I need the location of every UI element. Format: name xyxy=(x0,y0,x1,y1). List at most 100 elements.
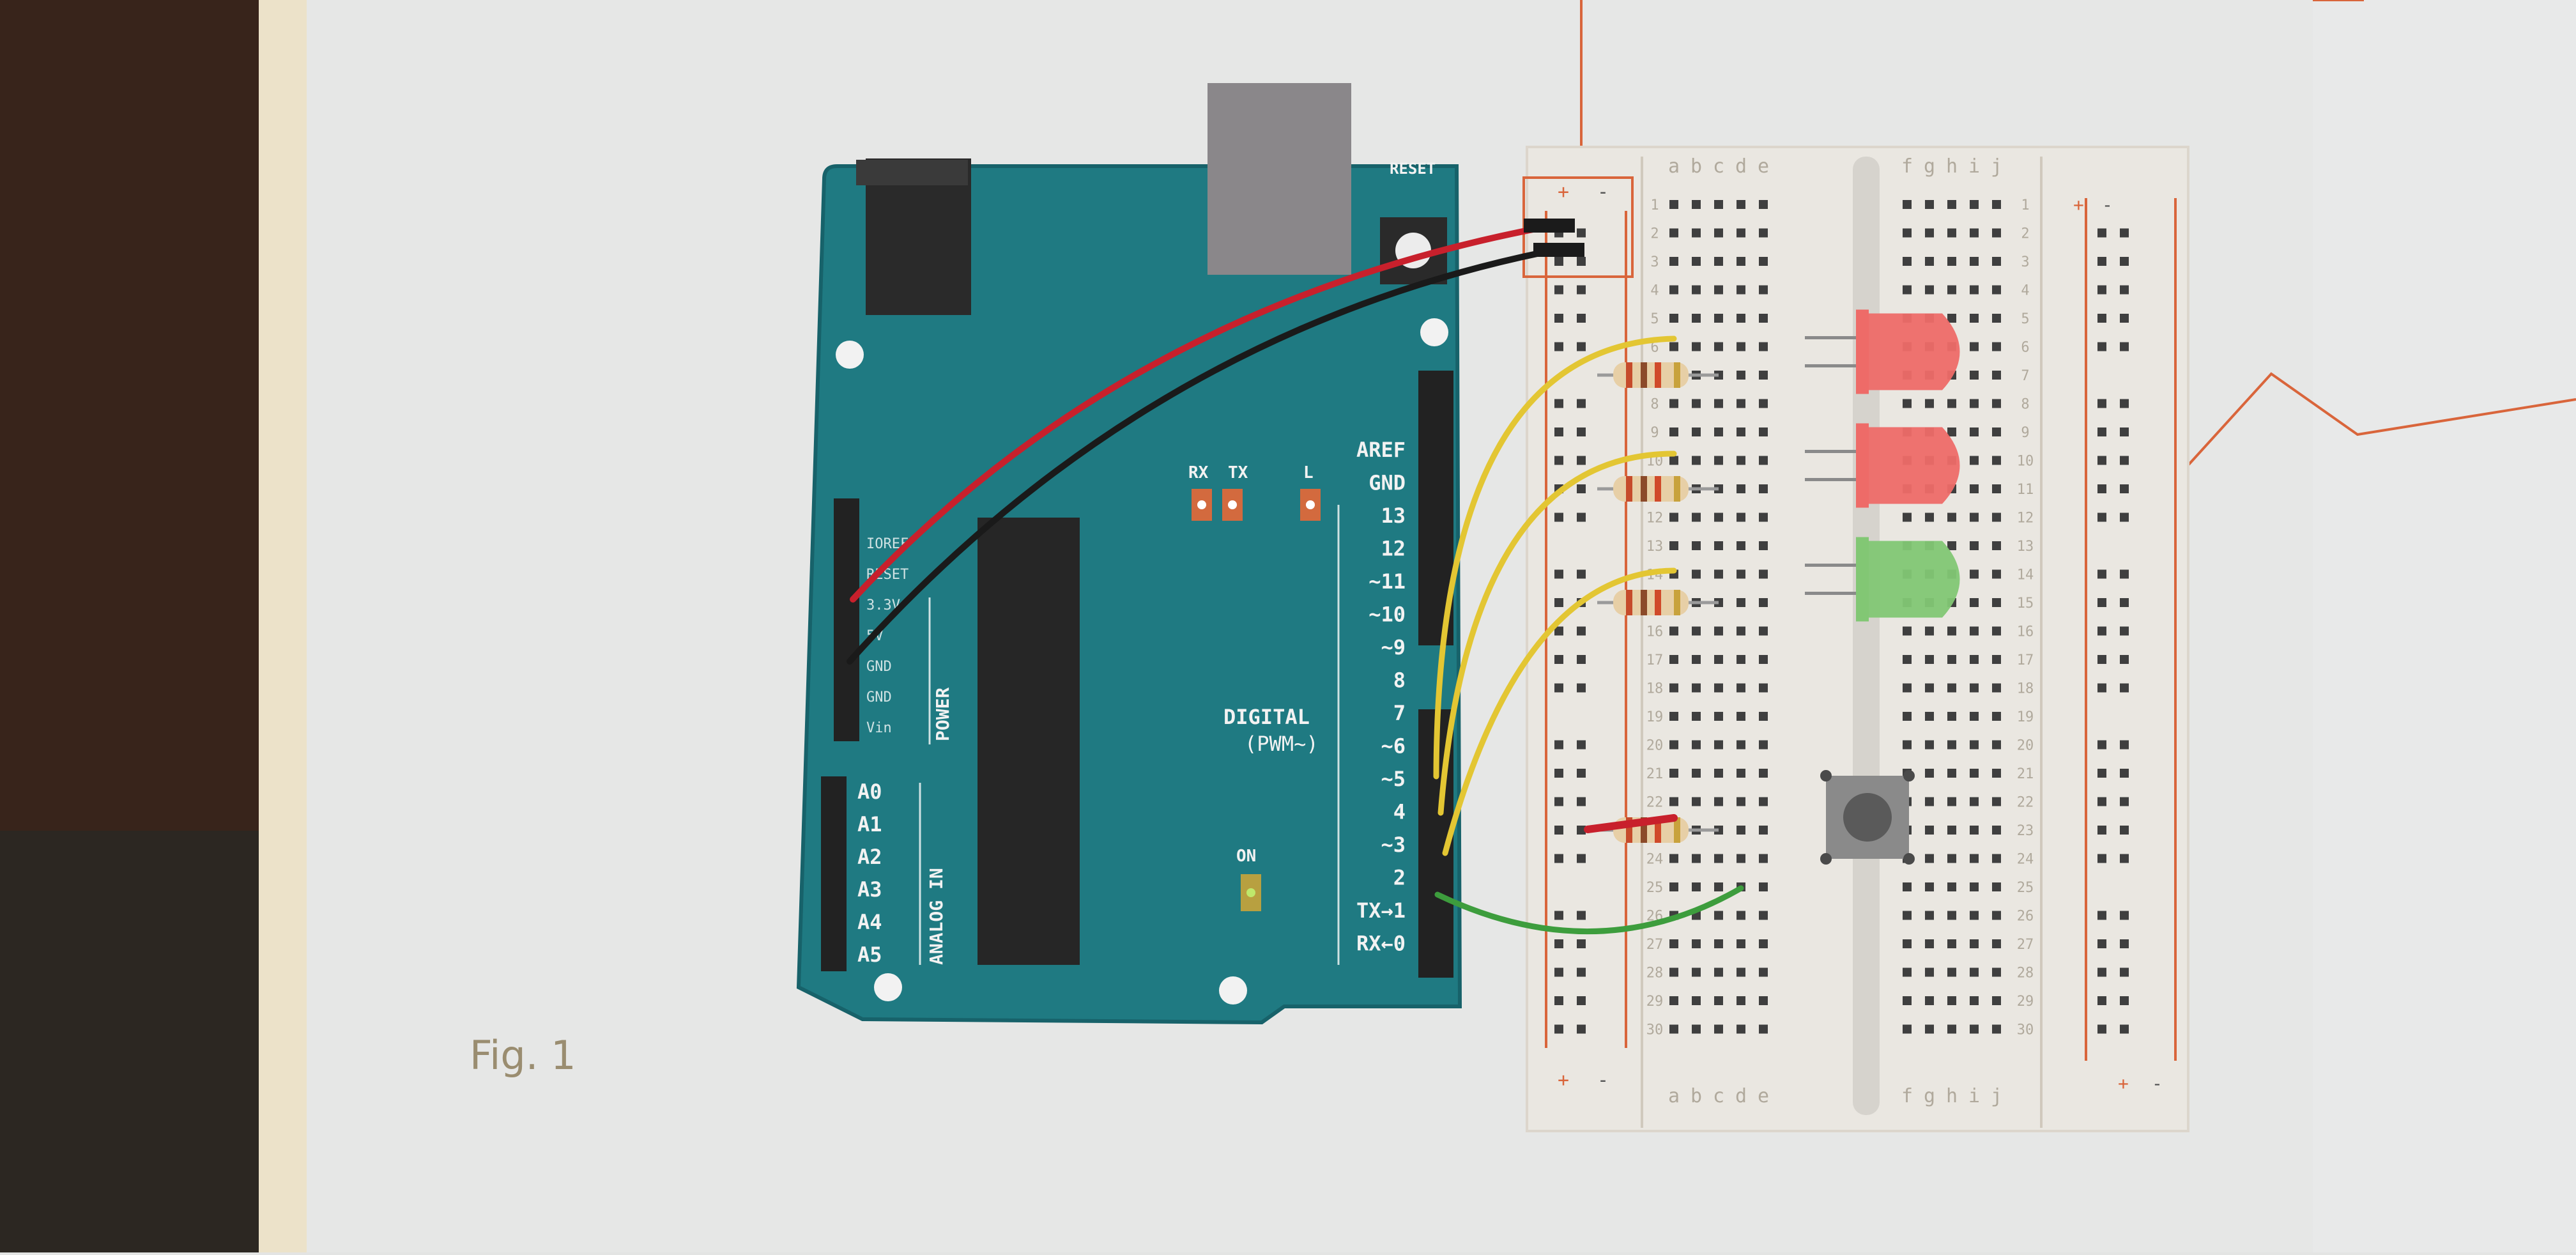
column-label: f xyxy=(1901,1085,1913,1107)
microcontroller-chip xyxy=(977,518,1080,965)
red-led xyxy=(1805,309,1960,394)
row-number: 21 xyxy=(1646,766,1664,782)
row-number: 1 xyxy=(2021,197,2029,213)
mount-hole xyxy=(874,973,902,1001)
digital-pin-label: 4 xyxy=(1393,800,1406,824)
digital-pin-label: ~5 xyxy=(1381,767,1406,791)
power-header xyxy=(834,498,859,741)
row-number: 17 xyxy=(2017,652,2034,668)
column-label: g xyxy=(1924,1085,1935,1107)
row-number: 13 xyxy=(1646,539,1664,555)
digital-label: DIGITAL xyxy=(1223,705,1310,729)
row-number: 10 xyxy=(2017,454,2034,470)
red-jumper xyxy=(1584,814,1678,833)
components xyxy=(1597,309,1960,865)
rail-minus-top: - xyxy=(1597,181,1609,203)
row-number: 12 xyxy=(2017,511,2034,527)
digital-pin-label: ~3 xyxy=(1381,833,1406,857)
l-label: L xyxy=(1303,463,1314,482)
row-number: 25 xyxy=(1646,880,1664,896)
column-label: j xyxy=(1991,155,2002,178)
digital-pin-label: GND xyxy=(1368,471,1406,495)
row-number: 23 xyxy=(2017,823,2034,839)
digital-pin-label: AREF xyxy=(1356,438,1406,462)
row-number: 28 xyxy=(1646,966,1664,982)
usb-port xyxy=(1208,83,1351,275)
digital-pin-label: ~6 xyxy=(1381,734,1406,758)
row-number: 22 xyxy=(1646,795,1664,811)
on-led xyxy=(1241,874,1261,911)
yellow-wire-pin4 xyxy=(1438,450,1677,816)
row-number: 22 xyxy=(2017,795,2034,811)
row-number: 19 xyxy=(1646,709,1664,725)
digital-pin-label: 12 xyxy=(1381,537,1406,561)
rx-led xyxy=(1192,489,1212,521)
row-number: 8 xyxy=(1650,397,1659,413)
digital-pin-label: ~10 xyxy=(1368,603,1406,627)
row-number: 14 xyxy=(2017,567,2034,583)
reset-label: RESET xyxy=(1390,160,1436,178)
row-number: 5 xyxy=(2021,311,2029,327)
column-label: d xyxy=(1735,155,1747,178)
row-number: 6 xyxy=(2021,340,2029,356)
push-button xyxy=(1820,770,1915,865)
row-number: 8 xyxy=(2021,397,2029,413)
row-number: 3 xyxy=(1650,254,1659,270)
rail-minus-right-top: - xyxy=(2102,194,2113,215)
column-label: j xyxy=(1991,1085,2002,1107)
row-number: 11 xyxy=(2017,482,2034,498)
row-number: 20 xyxy=(2017,738,2034,754)
row-number: 24 xyxy=(2017,852,2034,868)
green-wire-pin2 xyxy=(1434,885,1744,935)
row-number: 6 xyxy=(1650,340,1659,356)
row-number: 16 xyxy=(2017,624,2034,640)
digital-pin-label: ~11 xyxy=(1368,569,1406,594)
yellow-wire-pin3 xyxy=(1442,567,1677,856)
row-number: 24 xyxy=(1646,852,1664,868)
row-number: 17 xyxy=(1646,652,1664,668)
column-label: e xyxy=(1758,155,1769,178)
analog-pin-label: A5 xyxy=(857,943,882,967)
column-label: c xyxy=(1713,1085,1724,1107)
digital-pin-label: TX→1 xyxy=(1356,898,1406,923)
green-led xyxy=(1805,537,1960,622)
row-number: 25 xyxy=(2017,880,2034,896)
on-label: ON xyxy=(1236,847,1256,866)
row-number: 29 xyxy=(1646,994,1664,1010)
power-pin-label: Vin xyxy=(866,720,892,736)
row-number: 26 xyxy=(2017,909,2034,925)
digital-pin-label: RX←0 xyxy=(1356,932,1406,956)
column-label: f xyxy=(1901,155,1913,178)
row-number: 27 xyxy=(2017,937,2034,953)
analog-pin-label: A4 xyxy=(857,910,882,934)
resistor xyxy=(1597,476,1719,502)
rail-plus-bottom: + xyxy=(1558,1069,1569,1091)
row-number: 20 xyxy=(1646,738,1664,754)
resistor xyxy=(1597,362,1719,388)
rail-plus-right-bottom: + xyxy=(2118,1073,2129,1094)
column-label: b xyxy=(1690,1085,1702,1107)
column-label: c xyxy=(1713,155,1724,178)
row-number: 27 xyxy=(1646,937,1664,953)
row-number: 15 xyxy=(2017,596,2034,612)
column-label: a xyxy=(1668,155,1680,178)
row-number: 19 xyxy=(2017,709,2034,725)
power-pin-label: GND xyxy=(866,659,892,675)
row-number: 13 xyxy=(2017,539,2034,555)
power-label: POWER xyxy=(932,688,953,741)
row-number: 18 xyxy=(2017,681,2034,697)
row-number: 2 xyxy=(1650,226,1659,242)
rail-minus-bottom: - xyxy=(1597,1069,1609,1091)
row-number: 29 xyxy=(2017,994,2034,1010)
red-wire-5v xyxy=(850,224,1549,603)
tx-led xyxy=(1222,489,1243,521)
column-label: h xyxy=(1946,1085,1958,1107)
row-number: 4 xyxy=(2021,283,2029,299)
wires xyxy=(847,219,1744,935)
row-number: 12 xyxy=(1646,511,1664,527)
column-label: h xyxy=(1946,155,1958,178)
row-number: 9 xyxy=(2021,425,2029,441)
power-pin-label: GND xyxy=(866,689,892,705)
